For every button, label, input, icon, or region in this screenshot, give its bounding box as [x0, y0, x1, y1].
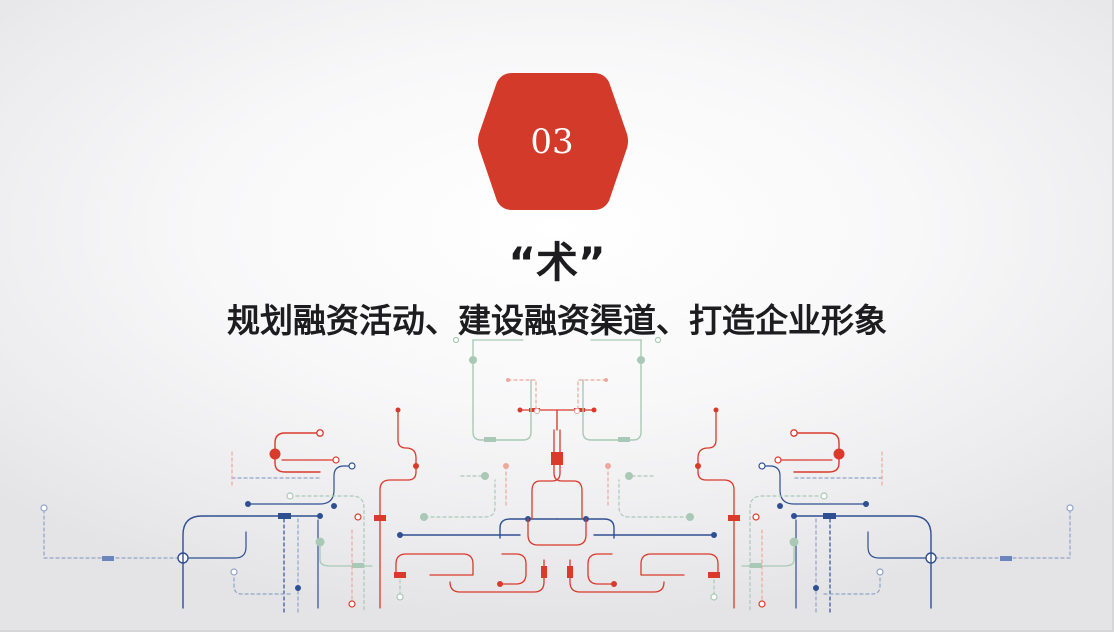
section-subtitle: 规划融资活动、建设融资渠道、打造企业形象: [227, 301, 887, 340]
section-title: “术”: [508, 238, 606, 287]
section-number: 03: [530, 122, 574, 162]
